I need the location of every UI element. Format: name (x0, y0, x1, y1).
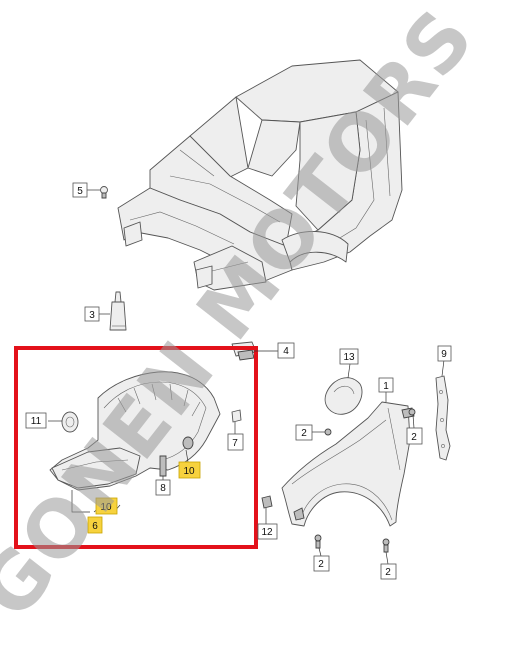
callout-11: 11 (25, 412, 47, 429)
callout-13: 13 (339, 348, 359, 365)
callout-9: 9 (437, 345, 452, 362)
callout-6: 6 (87, 516, 103, 534)
callout-10-a: 10 (178, 461, 201, 479)
clip-part-12 (261, 495, 273, 509)
svg-text:10: 10 (183, 466, 195, 477)
bolt-part-5 (100, 186, 108, 199)
svg-text:7: 7 (232, 438, 238, 449)
svg-text:6: 6 (92, 521, 98, 532)
callout-12: 12 (257, 523, 278, 540)
filler-flap-part-13 (324, 377, 363, 415)
callout-1: 1 (378, 377, 394, 393)
callout-2-d: 2 (380, 563, 397, 580)
front-fender-part-1 (281, 401, 415, 527)
highlight-frame (14, 346, 258, 549)
svg-text:2: 2 (411, 432, 417, 443)
bolt-set-part-2 (314, 408, 416, 553)
svg-text:10: 10 (100, 502, 112, 513)
svg-text:4: 4 (283, 346, 289, 357)
sealant-tube-part-3 (109, 291, 127, 331)
svg-text:2: 2 (318, 559, 324, 570)
callout-2-a: 2 (295, 424, 313, 441)
callout-10-b: 10 (95, 497, 118, 515)
callout-7: 7 (227, 433, 244, 451)
callout-2-b: 2 (406, 427, 423, 445)
svg-text:2: 2 (301, 428, 307, 439)
svg-text:1: 1 (383, 381, 389, 392)
svg-text:12: 12 (261, 527, 273, 538)
svg-text:13: 13 (343, 352, 355, 363)
callout-5: 5 (72, 182, 88, 198)
svg-text:8: 8 (160, 483, 166, 494)
callout-4: 4 (277, 342, 295, 359)
callout-8: 8 (155, 479, 171, 496)
svg-text:11: 11 (31, 416, 42, 427)
callout-3: 3 (84, 306, 100, 322)
svg-text:5: 5 (77, 186, 83, 197)
svg-text:3: 3 (89, 310, 95, 321)
svg-text:2: 2 (385, 567, 391, 578)
callout-2-c: 2 (313, 555, 330, 572)
fender-bracket-part-9 (435, 375, 451, 461)
svg-text:9: 9 (441, 349, 447, 360)
wheel-arch-liner (49, 371, 242, 491)
body-shell (117, 59, 403, 291)
